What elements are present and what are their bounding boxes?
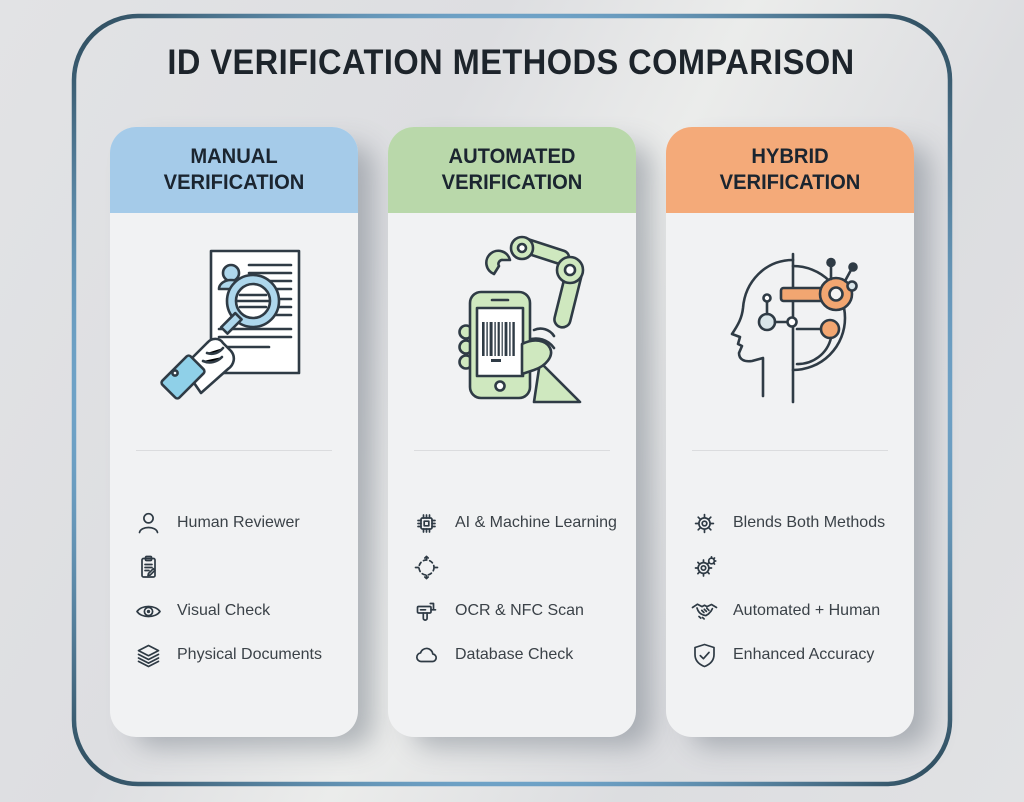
gear-icon <box>691 510 718 537</box>
card-automated-title: AUTOMATED VERIFICATION <box>441 145 583 194</box>
handshake-icon <box>691 598 718 625</box>
feature-label: Visual Check <box>177 602 271 619</box>
person-icon <box>135 510 162 537</box>
clipboard-icon <box>135 554 162 581</box>
gears-icon <box>691 554 718 581</box>
card-manual-header: MANUAL VERIFICATION <box>110 127 358 213</box>
hybrid-head-circuit-illustration <box>730 252 858 404</box>
automated-illustration-area <box>388 213 636 450</box>
card-automated-header: AUTOMATED VERIFICATION <box>388 127 636 213</box>
automated-feature-list: AI & Machine Learning <box>388 451 636 677</box>
feature-database-check: Database Check <box>413 633 626 677</box>
manual-illustration-area <box>110 213 358 450</box>
feature-clipboard <box>135 545 348 589</box>
feature-gears <box>691 545 904 589</box>
cards-row: MANUAL VERIFICATION <box>110 127 914 737</box>
feature-ai-machine-learning: AI & Machine Learning <box>413 501 626 545</box>
feature-scan-target <box>413 545 626 589</box>
feature-label: Physical Documents <box>177 646 322 663</box>
magnifier-document-illustration <box>160 249 301 400</box>
feature-label: Database Check <box>455 646 574 663</box>
feature-visual-check: Visual Check <box>135 589 348 633</box>
feature-label: Blends Both Methods <box>733 514 886 531</box>
feature-label: Enhanced Accuracy <box>733 646 875 663</box>
page-title: ID VERIFICATION METHODS COMPARISON <box>167 43 855 82</box>
card-hybrid-title: HYBRID VERIFICATION <box>719 145 861 194</box>
hybrid-illustration-area <box>666 213 914 450</box>
card-automated-verification: AUTOMATED VERIFICATION <box>388 127 636 737</box>
card-hybrid-verification: HYBRID VERIFICATION <box>666 127 914 737</box>
layers-icon <box>135 642 162 669</box>
robot-arm-phone-illustration <box>458 235 585 404</box>
feature-label: AI & Machine Learning <box>455 514 617 531</box>
barcode-scanner-icon <box>413 598 440 625</box>
feature-automated-plus-human: Automated + Human <box>691 589 904 633</box>
card-divider <box>414 450 610 451</box>
scan-target-icon <box>413 554 440 581</box>
card-manual-verification: MANUAL VERIFICATION <box>110 127 358 737</box>
eye-icon <box>135 598 162 625</box>
feature-label: OCR & NFC Scan <box>455 602 584 619</box>
feature-ocr-nfc-scan: OCR & NFC Scan <box>413 589 626 633</box>
feature-label: Automated + Human <box>733 602 881 619</box>
cloud-icon <box>413 642 440 669</box>
feature-enhanced-accuracy: Enhanced Accuracy <box>691 633 904 677</box>
hybrid-feature-list: Blends Both Methods <box>666 451 914 677</box>
chip-icon <box>413 510 440 537</box>
feature-label: Human Reviewer <box>177 514 300 531</box>
card-divider <box>136 450 332 451</box>
card-hybrid-header: HYBRID VERIFICATION <box>666 127 914 213</box>
manual-feature-list: Human Reviewer <box>110 451 358 677</box>
feature-blends-both-methods: Blends Both Methods <box>691 501 904 545</box>
feature-physical-documents: Physical Documents <box>135 633 348 677</box>
feature-human-reviewer: Human Reviewer <box>135 501 348 545</box>
card-divider <box>692 450 888 451</box>
card-manual-title: MANUAL VERIFICATION <box>163 145 305 194</box>
shield-check-icon <box>691 642 718 669</box>
